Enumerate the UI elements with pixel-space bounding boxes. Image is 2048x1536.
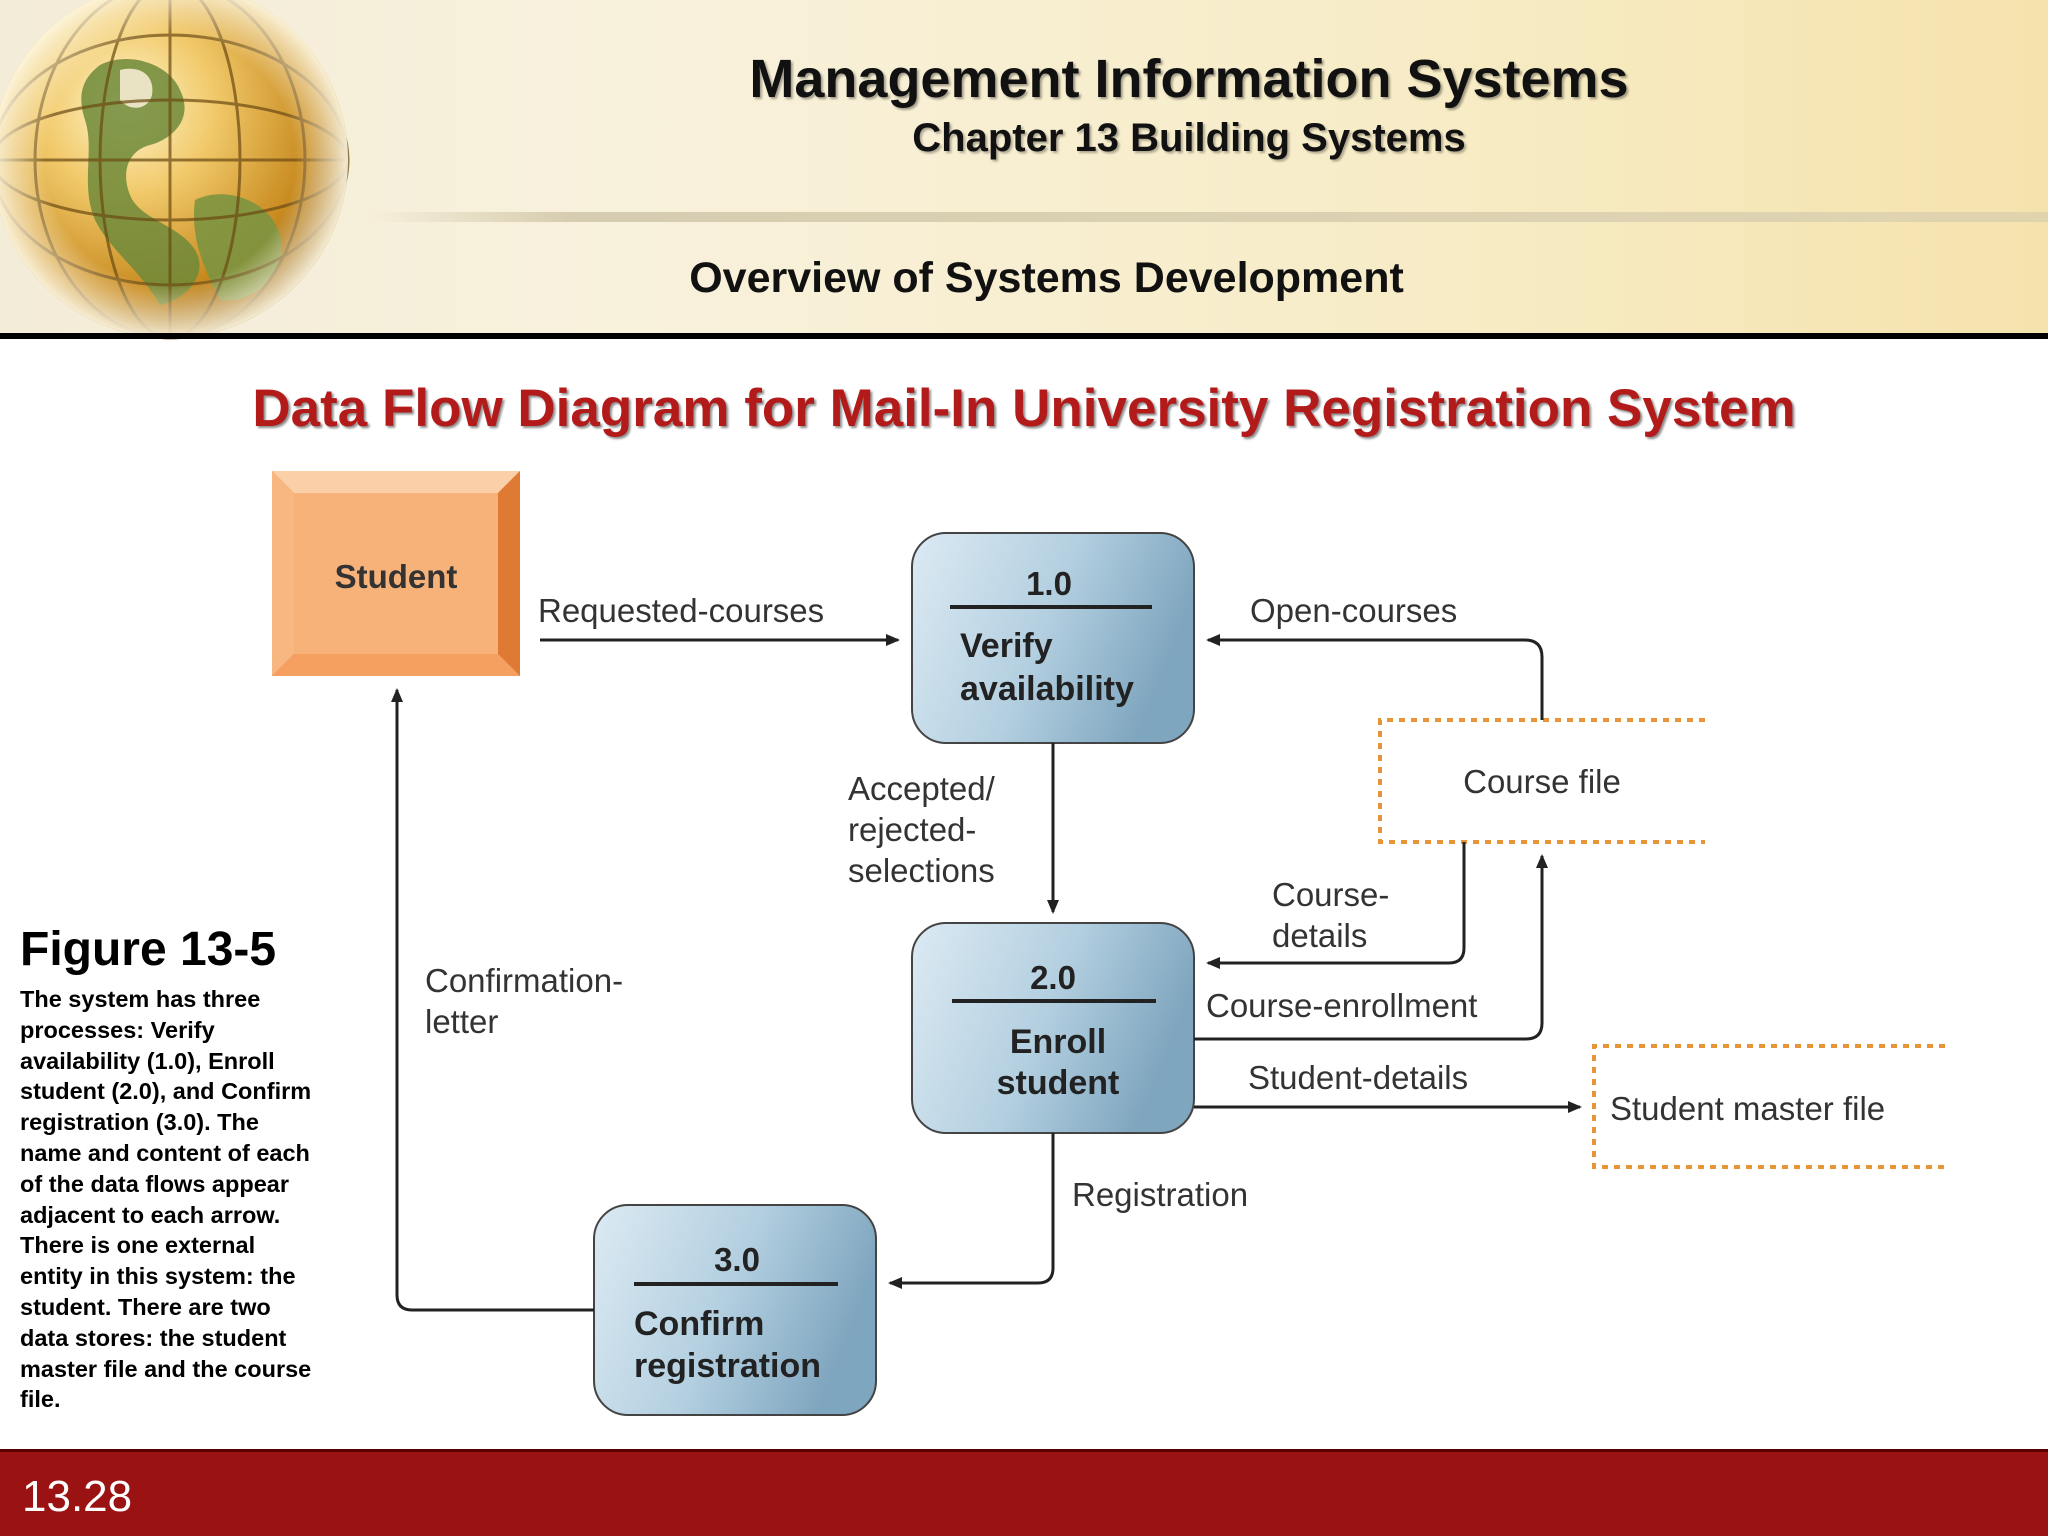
flow-registration — [888, 1133, 1055, 1289]
label-accepted-line2: rejected- — [848, 811, 976, 848]
process-3-number: 3.0 — [714, 1241, 760, 1278]
process-3-line1: Confirm — [634, 1305, 764, 1343]
chapter-title: Chapter 13 Building Systems — [912, 116, 1466, 160]
label-course-details-line1: Course- — [1272, 876, 1389, 913]
process-enroll-student: 2.0 Enroll student — [911, 922, 1195, 1134]
process-1-line2: availability — [960, 670, 1134, 708]
flow-confirmation-letter — [391, 688, 594, 1312]
label-course-enrollment: Course-enrollment — [1206, 987, 1477, 1024]
process-verify-availability: 1.0 Verify availability — [911, 532, 1195, 744]
label-open-courses: Open-courses — [1250, 592, 1457, 629]
header-band — [370, 212, 2048, 222]
flow-course-details — [1206, 842, 1466, 969]
label-registration: Registration — [1072, 1176, 1248, 1213]
section-title: Overview of Systems Development — [689, 254, 1404, 302]
process-2-number: 2.0 — [1030, 959, 1076, 996]
flow-open-courses — [1206, 634, 1544, 720]
slide-number: 13.28 — [22, 1472, 133, 1521]
figure-caption: The system has three processes: Verify a… — [20, 986, 312, 1413]
store-course-file-label: Course file — [1463, 763, 1621, 800]
process-2-line1: Enroll — [1010, 1023, 1106, 1061]
footer-bar — [0, 1449, 2048, 1536]
label-student-details: Student-details — [1248, 1059, 1468, 1096]
label-confirmation-line1: Confirmation- — [425, 962, 623, 999]
store-course-file: Course file — [1378, 718, 1705, 844]
flow-course-enrollment — [1194, 854, 1548, 1041]
label-accepted-line1: Accepted/ — [848, 770, 996, 807]
process-3-line2: registration — [634, 1347, 821, 1385]
store-student-master-label: Student master file — [1610, 1090, 1885, 1127]
process-1-number: 1.0 — [1026, 565, 1072, 602]
course-title: Management Information Systems — [749, 49, 1629, 109]
figure-title: Figure 13-5 — [20, 923, 277, 976]
label-course-details-line2: details — [1272, 917, 1367, 954]
label-confirmation-line2: letter — [425, 1003, 498, 1040]
process-confirm-registration: 3.0 Confirm registration — [593, 1204, 877, 1416]
process-1-line1: Verify — [960, 627, 1053, 665]
store-student-master-file: Student master file — [1592, 1044, 1945, 1169]
label-requested-courses: Requested-courses — [538, 592, 824, 629]
header-divider — [0, 333, 2048, 339]
entity-student-label: Student — [335, 558, 458, 595]
entity-student: Student — [272, 471, 520, 676]
slide-title: Data Flow Diagram for Mail-In University… — [252, 379, 1796, 438]
process-2-line2: student — [997, 1064, 1120, 1102]
label-accepted-line3: selections — [848, 852, 995, 889]
globe-icon — [0, 0, 350, 340]
